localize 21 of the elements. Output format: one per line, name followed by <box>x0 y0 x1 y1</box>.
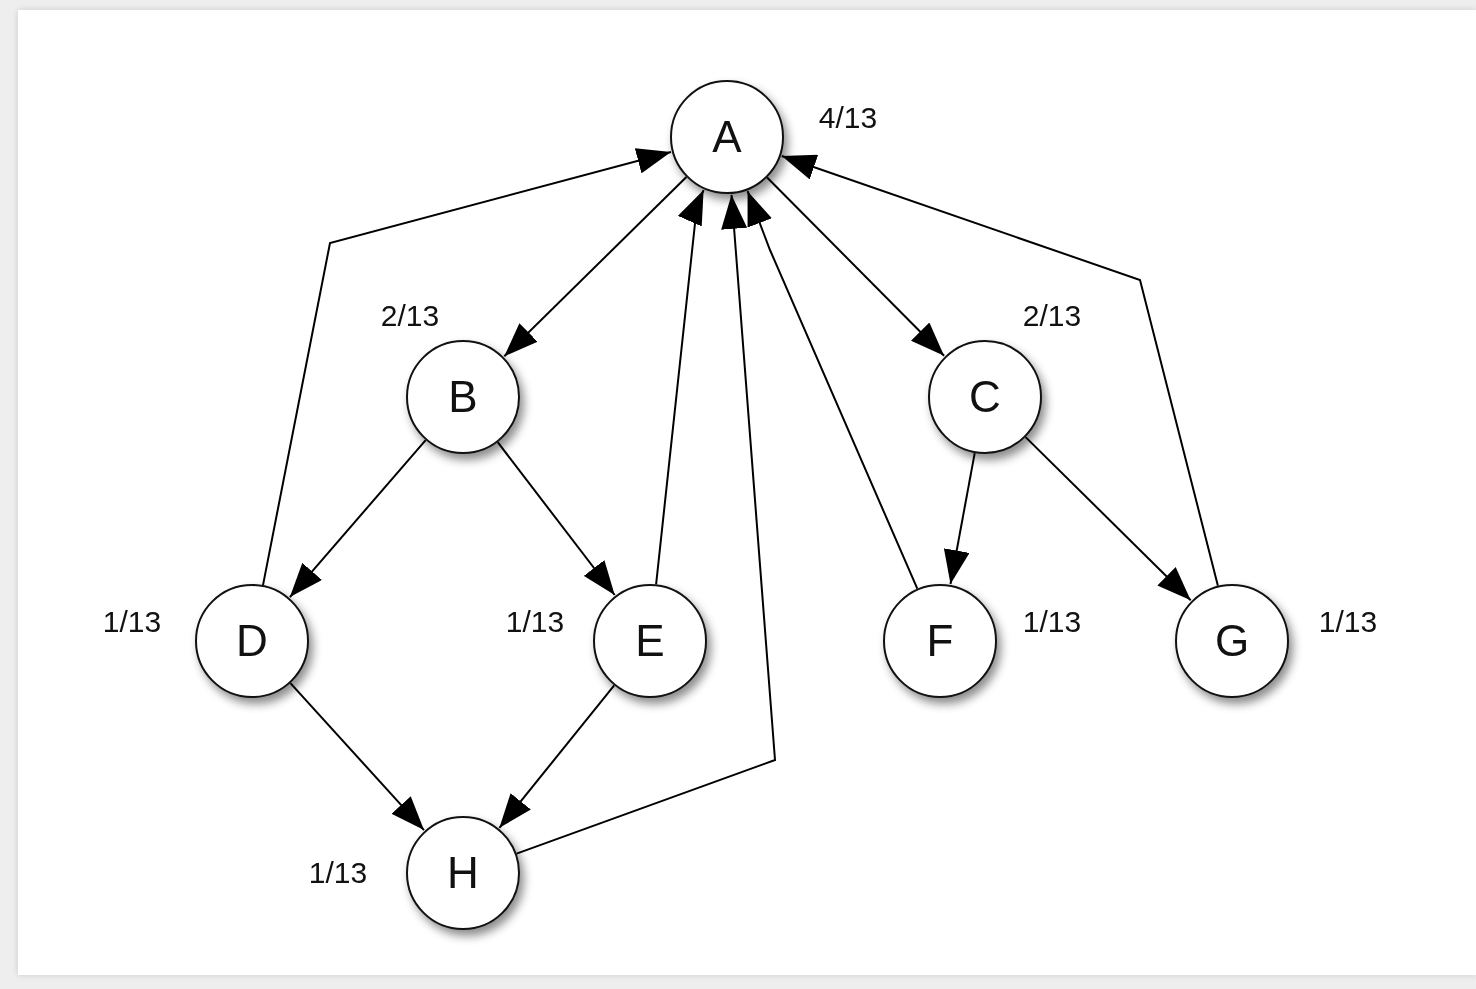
probability-label: 1/13 <box>102 605 162 639</box>
arrow <box>515 193 777 855</box>
arrow <box>288 439 427 599</box>
arrow <box>766 176 946 357</box>
arrow <box>1024 436 1192 602</box>
arrow <box>503 176 688 358</box>
probability-label: 4/13 <box>818 101 878 135</box>
arrow <box>746 190 919 590</box>
probability-label: 2/13 <box>1022 299 1082 333</box>
arrow <box>498 684 616 829</box>
arrow <box>655 189 705 586</box>
probability-label: 1/13 <box>308 856 368 890</box>
arrow <box>262 148 672 587</box>
arrow <box>780 154 1219 587</box>
probability-label: 1/13 <box>505 605 565 639</box>
arrow <box>289 682 425 832</box>
probability-label: 1/13 <box>1318 605 1378 639</box>
arrow <box>496 441 616 596</box>
arrow <box>943 452 976 585</box>
probability-label: 2/13 <box>380 299 440 333</box>
probability-label: 1/13 <box>1022 605 1082 639</box>
